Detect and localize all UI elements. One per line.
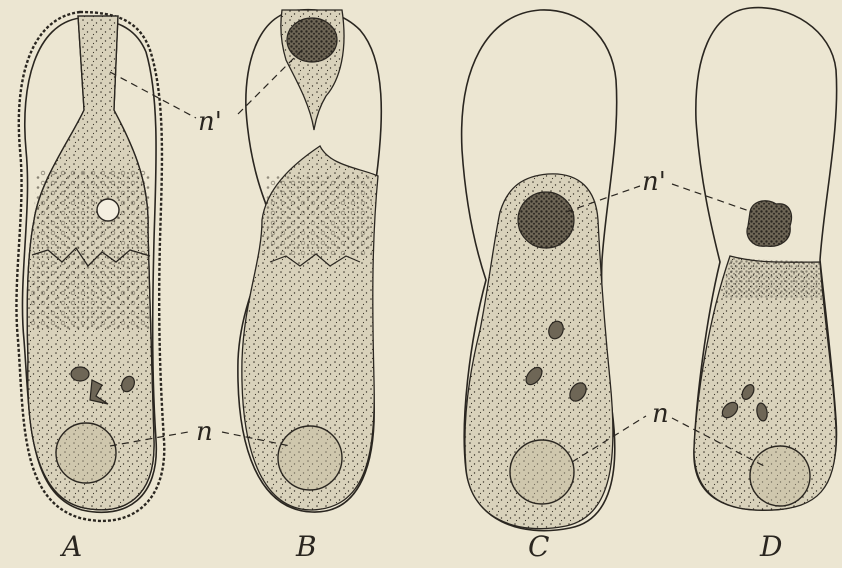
figure-label-d: D (759, 530, 782, 563)
cell-d (694, 8, 837, 511)
callout-n-prime-right: n' (642, 167, 666, 197)
figure-label-b: B (295, 530, 317, 563)
cell-b (238, 10, 381, 512)
callout-n-prime-left: n' (198, 107, 222, 137)
cell-a-granule (71, 367, 89, 381)
figure-label-c: C (528, 530, 549, 563)
cell-a-vacuole (97, 199, 119, 221)
callout-n-right: n (652, 399, 669, 429)
cell-a (16, 12, 164, 521)
figure-label-a: A (59, 530, 82, 563)
callout-n-left: n (196, 417, 213, 447)
leader-n-prime-a (110, 72, 196, 118)
leader-n-prime-d (672, 184, 752, 212)
cell-c (462, 10, 617, 531)
